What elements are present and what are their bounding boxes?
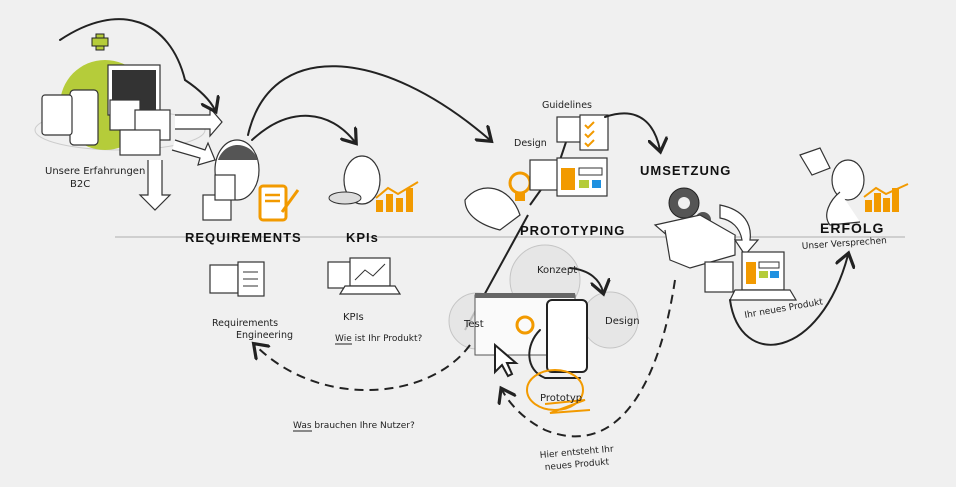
kpis-question: Wie ist Ihr Produkt?: [335, 334, 423, 344]
design-window-icon: [529, 157, 608, 197]
experience-illustration: [34, 18, 223, 211]
requirements-engineering-icon: [209, 261, 265, 297]
arrow-to-prototyping: [247, 65, 490, 140]
erfolg-illustration: [799, 147, 909, 226]
stage-erfolg: ERFOLG: [820, 220, 884, 236]
versprechen-label: Unser Versprechen: [802, 236, 888, 252]
stage-prototyping: PROTOTYPING: [520, 223, 625, 238]
requirements-engineering-label-2: Engineering: [236, 330, 293, 341]
kpis-laptop-icon: [327, 257, 402, 295]
guidelines-icon: [556, 114, 609, 151]
requirements-engineering-label-1: Requirements: [212, 318, 278, 329]
arrow-to-umsetzung: [604, 112, 660, 150]
prototyp-label: Prototyp: [540, 393, 582, 404]
phone-icon: [69, 89, 99, 146]
growth-chart-icon: [863, 183, 909, 212]
bar-chart-icon: [375, 181, 419, 212]
stage-requirements: REQUIREMENTS: [185, 230, 302, 245]
ihr-neues-produkt-label: Ihr neues Produkt: [744, 297, 824, 321]
arrow-to-kpis: [251, 114, 355, 142]
dashed-arrow-to-prototyp: [502, 279, 676, 438]
nutzer-question: Was brauchen Ihre Nutzer?: [293, 421, 415, 431]
lightbulb-icon: [508, 171, 532, 195]
arrow-to-erfolg: [729, 255, 848, 346]
dashed-arrow-to-requirements: [255, 345, 471, 392]
tablet-icon: [41, 94, 73, 136]
erfahrungen-label: Unsere Erfahrungen: [45, 166, 145, 177]
konzept-label: Konzept: [537, 265, 577, 276]
prototype-cycle: [448, 244, 639, 414]
test-label: Test: [463, 319, 484, 330]
smartphone-icon: [546, 299, 588, 373]
guidelines-label: Guidelines: [542, 100, 592, 111]
requirements-illustration: [202, 139, 300, 222]
document-pen-icon: [258, 184, 288, 222]
stage-kpis: KPIs: [346, 230, 379, 245]
stage-umsetzung: UMSETZUNG: [640, 163, 731, 178]
b2c-label: B2C: [70, 179, 90, 190]
prototyping-illustration: [464, 129, 571, 331]
kpis-sub-label: KPIs: [343, 312, 364, 323]
cursor-icon: [494, 342, 519, 378]
design-top-label: Design: [514, 138, 547, 149]
design-bubble-label: Design: [605, 316, 640, 327]
umsetzung-illustration: [653, 187, 798, 301]
kpis-illustration: [328, 155, 419, 212]
